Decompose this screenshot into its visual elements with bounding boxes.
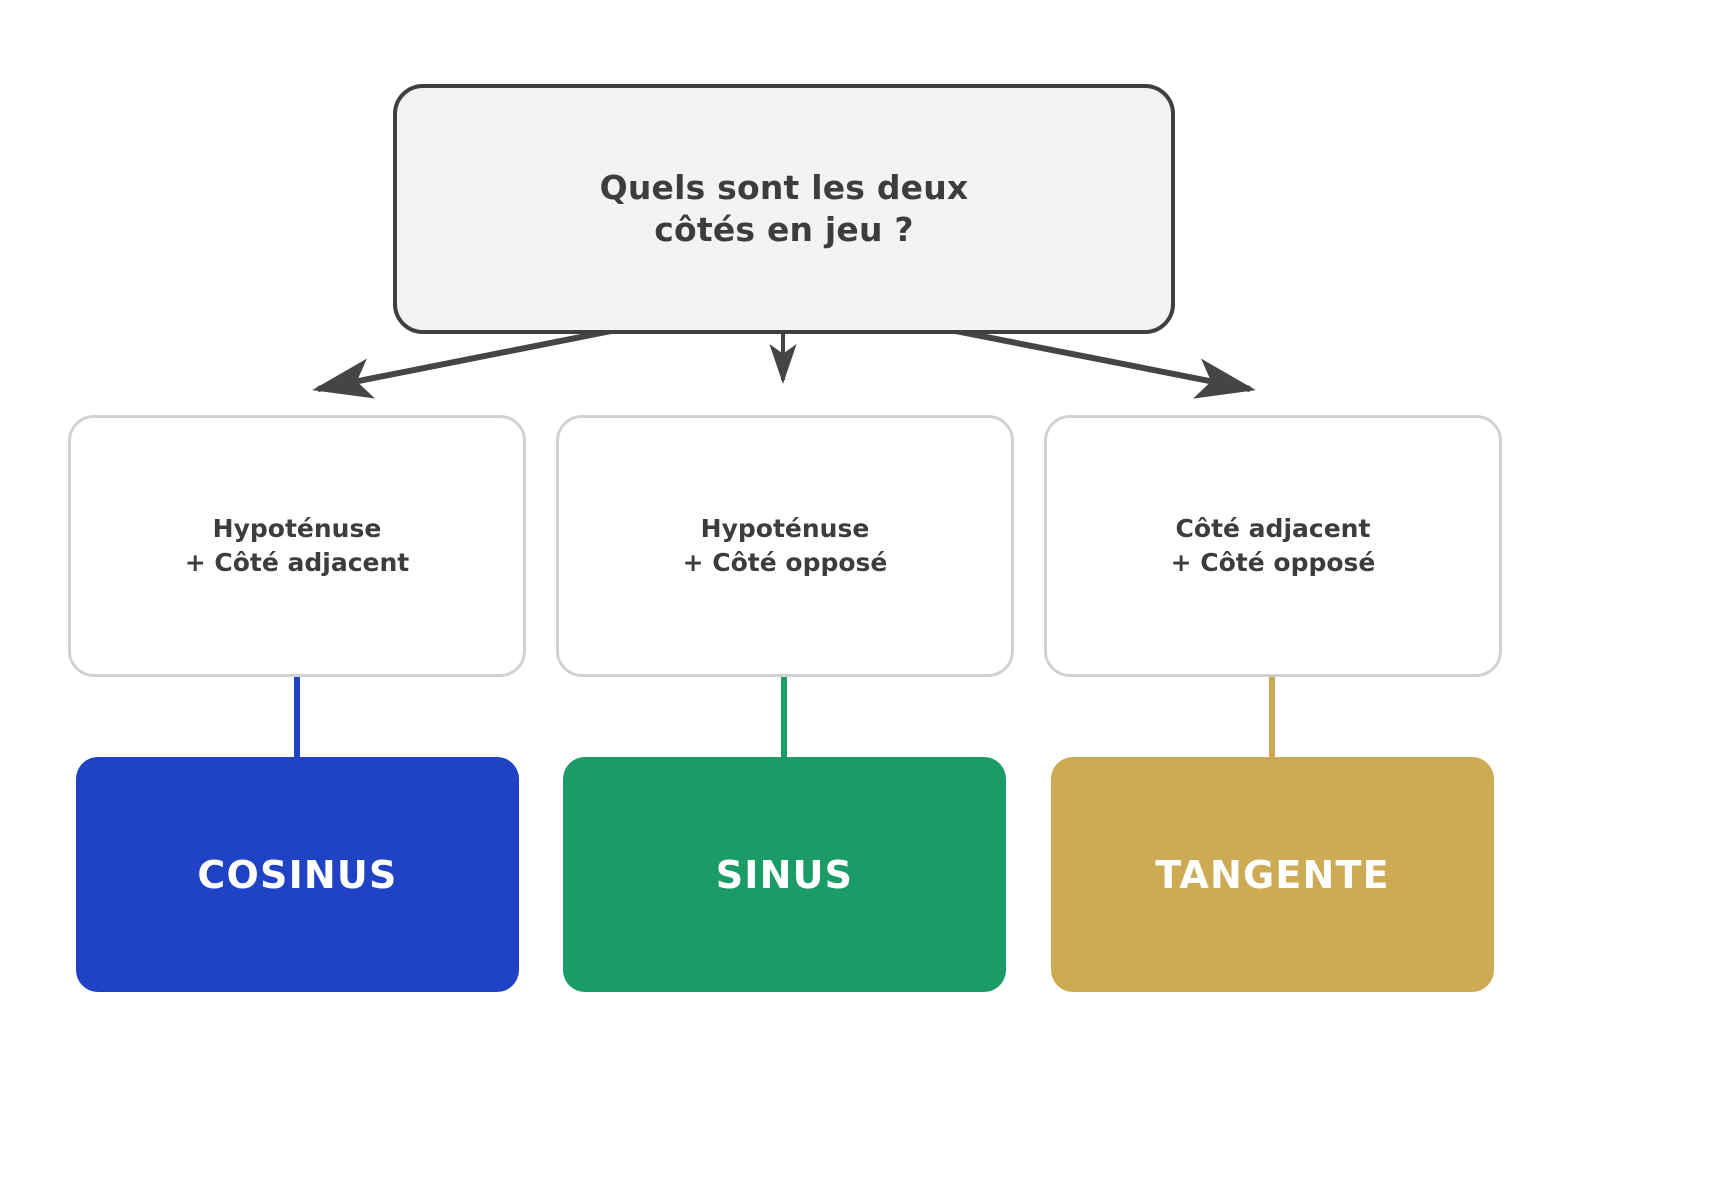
result-label-cosinus: COSINUS — [197, 852, 398, 897]
result-label-tangente: TANGENTE — [1155, 852, 1390, 897]
question-text: Quels sont les deux côtés en jeu ? — [599, 167, 969, 249]
result-box-sinus: SINUS — [563, 757, 1006, 992]
result-box-cosinus: COSINUS — [76, 757, 519, 992]
condition-box-sinus: Hypoténuse + Côté opposé — [556, 415, 1014, 677]
condition-box-cosinus: Hypoténuse + Côté adjacent — [68, 415, 526, 677]
condition-text-tangente: Côté adjacent + Côté opposé — [1170, 513, 1376, 578]
condition-box-tangente: Côté adjacent + Côté opposé — [1044, 415, 1502, 677]
question-box: Quels sont les deux côtés en jeu ? — [393, 84, 1175, 334]
result-label-sinus: SINUS — [715, 852, 854, 897]
condition-text-cosinus: Hypoténuse + Côté adjacent — [184, 513, 410, 578]
result-box-tangente: TANGENTE — [1051, 757, 1494, 992]
condition-text-sinus: Hypoténuse + Côté opposé — [682, 513, 888, 578]
